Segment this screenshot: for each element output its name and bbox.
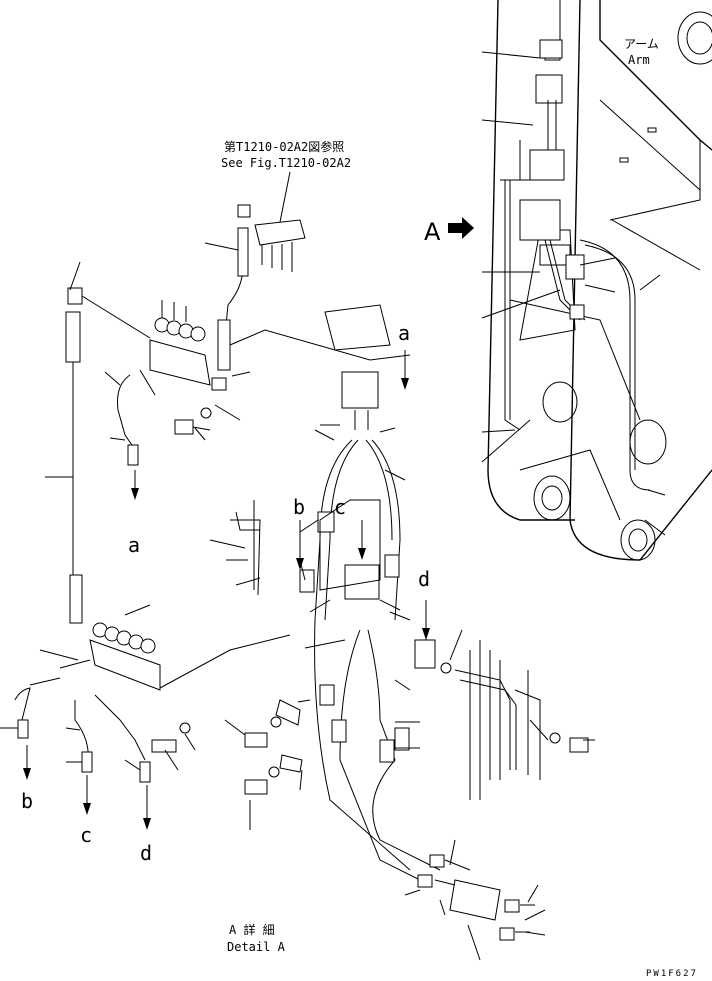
upper-manifold-assembly <box>204 204 411 371</box>
letter-b-bottom: b <box>21 789 33 813</box>
bottom-coupler-assembly <box>404 839 546 961</box>
ref-note-en: See Fig.T1210-02A2 <box>221 156 351 170</box>
ref-note-jp: 第T1210-02A2図参照 <box>224 139 344 154</box>
detail-label-jp: A 詳 細 <box>229 922 275 937</box>
drawing-code: PW1F627 <box>646 969 698 979</box>
letter-d-top: d <box>418 567 430 591</box>
center-hose-assembly <box>209 371 441 881</box>
right-arrow-icon <box>448 217 474 239</box>
letter-a-left: a <box>128 533 140 557</box>
arm-label-jp: アーム <box>624 37 659 51</box>
letter-c-bottom: c <box>80 823 92 847</box>
view-marker-letter: A <box>424 218 441 246</box>
letter-b-top: b <box>293 495 305 519</box>
letter-c-top: c <box>334 495 346 519</box>
lower-valve-block <box>0 574 291 830</box>
arm-label-en: Arm <box>628 53 650 67</box>
main-valve-block <box>45 261 251 575</box>
right-pipe-assembly <box>414 600 595 800</box>
detail-label-en: Detail A <box>227 940 286 954</box>
letter-d-bottom: d <box>140 841 152 865</box>
arm-structure <box>481 0 712 561</box>
letter-a-top: a <box>398 321 410 345</box>
ref-leader <box>279 171 291 223</box>
